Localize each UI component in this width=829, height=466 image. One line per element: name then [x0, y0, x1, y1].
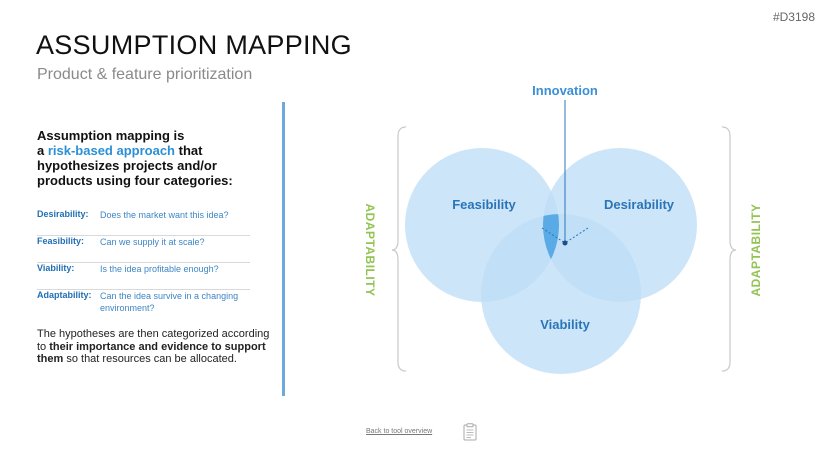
category-desc: Does the market want this idea?: [100, 210, 229, 220]
outro-bold: their importance and evidence to support…: [37, 340, 266, 366]
desirability-label: Desirability: [604, 197, 675, 212]
intro-highlight: risk-based approach: [47, 143, 175, 158]
outro-text: The hypotheses are then categorized acco…: [37, 328, 272, 366]
category-key: Adaptability:: [37, 290, 92, 300]
slide-code: #D3198: [772, 10, 815, 24]
page-title: ASSUMPTION MAPPING: [36, 30, 352, 60]
outro-pre: The hypotheses are then categorized acco…: [37, 328, 270, 353]
right-brace: [721, 126, 737, 372]
category-key: Viability:: [37, 263, 75, 273]
innovation-label: Innovation: [532, 83, 598, 98]
adaptability-label-right: ADAPTABILITY: [749, 203, 763, 296]
viability-label: Viability: [540, 317, 590, 332]
intro-line-2-pre: a: [37, 143, 48, 158]
category-desc: Can we supply it at scale?: [100, 237, 205, 247]
back-to-overview-link[interactable]: Back to tool overview: [366, 428, 433, 435]
category-row-desirability: Desirability: Does the market want this …: [37, 209, 250, 236]
venn-diagram: Innovation Feasibility Desirability Viab…: [363, 83, 763, 374]
intro-line-4: products using four categories:: [37, 173, 233, 188]
category-key: Feasibility:: [37, 236, 85, 246]
feasibility-label: Feasibility: [452, 197, 516, 212]
intro-line-2-post: that: [175, 143, 203, 158]
center-dash-left: [541, 227, 566, 244]
innovation-dot: [562, 240, 568, 246]
page-subtitle: Product & feature prioritization: [37, 66, 253, 83]
intro-line-3: hypothesizes projects and/or: [37, 158, 217, 173]
adaptability-label-left: ADAPTABILITY: [363, 203, 377, 296]
category-row-feasibility: Feasibility: Can we supply it at scale?: [37, 236, 250, 263]
intro-text: Assumption mapping is a risk-based appro…: [37, 128, 267, 188]
category-row-adaptability: Adaptability: Can the idea survive in a …: [37, 290, 250, 318]
category-row-viability: Viability: Is the idea profitable enough…: [37, 263, 250, 290]
circle-viability: [481, 214, 641, 374]
divider-line: [282, 102, 285, 396]
category-key: Desirability:: [37, 209, 89, 219]
left-brace: [391, 126, 407, 372]
center-dash-right: [564, 227, 589, 244]
intro-line-1: Assumption mapping is: [37, 128, 185, 143]
category-desc: Can the idea survive in a changing envir…: [100, 291, 239, 313]
clipboard-icon[interactable]: [463, 423, 477, 441]
outro-post: so that resources can be allocated.: [63, 353, 237, 365]
category-desc: Is the idea profitable enough?: [100, 264, 219, 274]
intro-line-2: a risk-based approach that: [37, 143, 267, 158]
